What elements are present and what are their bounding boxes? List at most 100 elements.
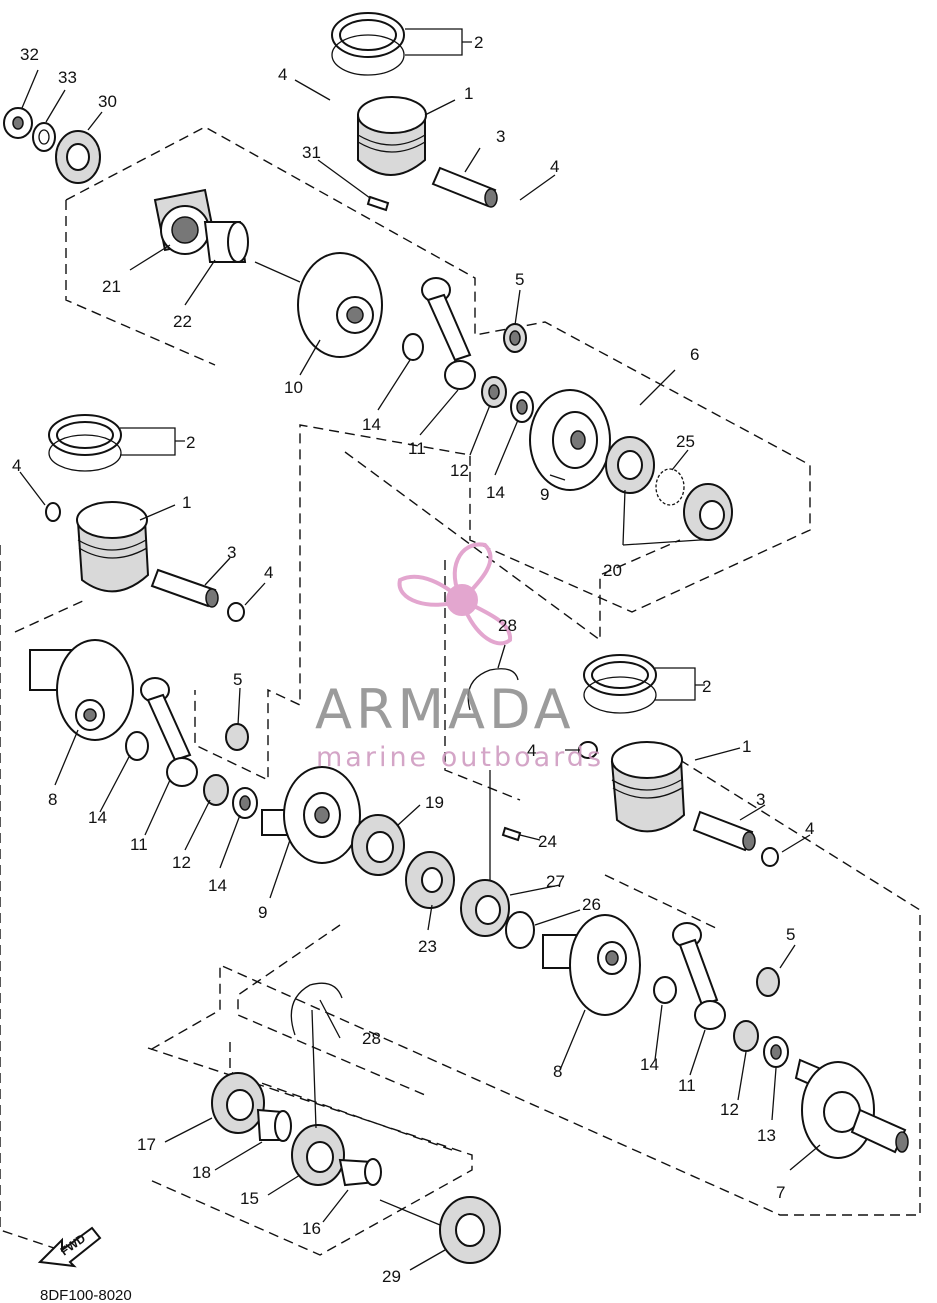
leader-lines [19,28,821,1271]
seal-icon [3,107,33,139]
part-label: 23 [418,937,437,956]
piston-pin-icon [150,568,219,608]
part-label: 30 [98,92,117,111]
oil-seal-icon [439,1196,501,1264]
propeller-logo-icon [397,542,513,646]
part-label: 2 [702,677,711,696]
retaining-clip-icon [761,847,779,867]
part-label: 18 [192,1163,211,1182]
part-label: 1 [182,493,191,512]
seal-ring-icon [467,668,519,711]
piston-ring-icon [331,12,405,76]
dowel-pin-icon [366,195,390,212]
crank-web-icon [261,766,361,864]
bearing-sleeve-icon [505,911,535,949]
bearing-race-icon [655,468,685,506]
ball-bearing-icon [211,1072,265,1134]
part-label: 27 [546,872,565,891]
oil-pump-drive-icon [405,851,455,909]
part-label: 28 [362,1029,381,1048]
part-label: 15 [240,1189,259,1208]
part-label: 4 [805,819,814,838]
part-label: 4 [527,741,536,760]
part-label: 1 [742,737,751,756]
needle-bearing-icon [481,376,507,408]
part-label: 28 [498,616,517,635]
ball-bearing-icon [605,436,655,494]
piston-ring-icon [583,654,657,714]
part-label: 25 [676,432,695,451]
part-label: 8 [48,790,57,809]
thrust-washer-icon [125,731,149,761]
part-label: 5 [515,270,524,289]
crankshaft-end-icon [794,1058,909,1159]
thrust-washer-icon [232,787,258,819]
part-label: 4 [12,456,21,475]
piston-ring-icon [48,414,122,472]
piston-icon [610,741,686,833]
connecting-rod-upper-icon [421,277,476,390]
part-label: 17 [137,1135,156,1154]
thrust-washer-icon [653,976,677,1004]
drawing-code: 8DF100-8020 [40,1287,132,1303]
part-label: 33 [58,68,77,87]
piston-icon [76,501,150,593]
ball-bearing-icon [683,483,733,541]
part-label: 7 [776,1183,785,1202]
part-label: 22 [173,312,192,331]
part-label: 20 [603,561,622,580]
part-label: 19 [425,793,444,812]
assembly-outlines [0,126,921,1256]
part-label: 11 [678,1076,696,1095]
part-label: 5 [786,925,795,944]
thrust-washer-icon [402,333,424,361]
part-label: 29 [382,1267,401,1286]
small-end-bearing-icon [503,323,527,353]
outline-middle-crank [0,451,681,1251]
needle-bearing-icon [203,774,229,806]
washer-icon [32,122,56,152]
thrust-washer-icon [763,1036,789,1068]
part-labels: 2 1 4 3 4 31 32 33 30 21 22 5 6 10 14 11… [12,33,814,1286]
part-label: 14 [88,808,107,827]
retaining-clip-icon [45,502,61,522]
part-label: 12 [450,461,469,480]
bearing-sleeve-icon [256,1108,292,1142]
part-label: 10 [284,378,303,397]
part-label: 5 [233,670,242,689]
part-label: 24 [538,832,557,851]
piston-pin-icon [692,810,756,852]
part-label: 14 [208,876,227,895]
outline-top-crank [65,126,811,782]
part-label: 6 [690,345,699,364]
thrust-washer-icon [510,391,534,423]
part-label: 2 [186,433,195,452]
part-label: 3 [227,543,236,562]
part-label: 26 [582,895,601,914]
main-bearing-icon [153,188,217,255]
bearing-sleeve-icon [203,221,249,263]
part-label: 8 [553,1062,562,1081]
part-label: 14 [486,483,505,502]
crankshaft-lower-icon [542,914,641,1016]
ball-bearing-icon [351,814,405,876]
outline-bottom-crank [149,560,921,1216]
ball-bearing-icon [460,879,510,937]
part-label: 2 [474,33,483,52]
part-label: 12 [172,853,191,872]
piston-pin-icon [431,166,498,208]
part-label: 1 [464,84,473,103]
part-label: 32 [20,45,39,64]
part-label: 21 [102,277,121,296]
small-end-bearing-icon [225,723,249,751]
ball-bearing-icon [291,1124,345,1186]
part-label: 11 [408,439,426,458]
small-end-bearing-icon [756,967,780,997]
part-label: 4 [264,563,273,582]
watermark-brand: ARMADA [315,678,575,741]
crankshaft-middle-icon [29,639,134,741]
piston-icon [357,96,427,176]
oil-seal-icon [55,130,101,184]
connecting-rod-middle-icon [140,677,198,787]
